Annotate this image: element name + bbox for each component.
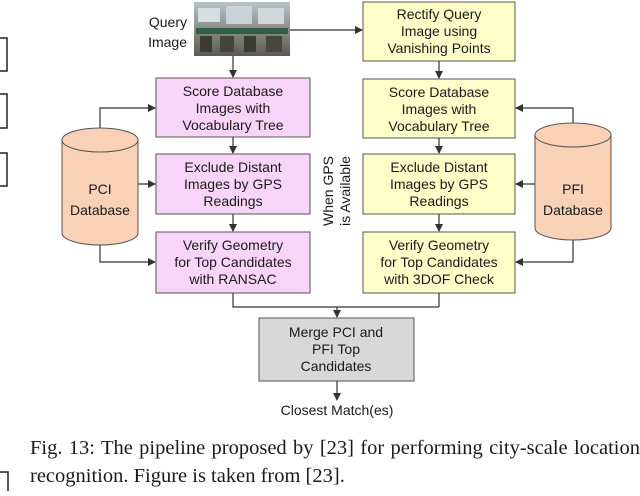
rectify-box: [362, 1, 516, 62]
query-image-label-1: Query: [149, 14, 187, 30]
query-image-label-2: Image: [148, 34, 187, 50]
merge-box: [258, 317, 415, 382]
pfi-database-line-2: Database: [543, 202, 603, 218]
right-verify-line-3: with 3DOF Check: [383, 271, 495, 287]
gps-note-line-1: When GPS: [320, 156, 336, 226]
right-score-line-2: Images with: [402, 101, 477, 117]
left-verify-box: [155, 231, 311, 294]
query-image-thumbnail: [194, 2, 290, 56]
left-verify-line-2: for Top Candidates: [174, 254, 291, 270]
left-score-line-2: Images with: [196, 100, 271, 116]
right-verify-line-1: Verify Geometry: [389, 237, 489, 253]
left-exclude-box: [155, 153, 311, 215]
left-exclude-line-2: Images by GPS: [184, 176, 282, 192]
left-exclude-line-1: Exclude Distant: [184, 159, 281, 175]
left-score-box: [155, 77, 311, 138]
pci-database-line-2: Database: [70, 202, 130, 218]
right-exclude-line-1: Exclude Distant: [390, 159, 487, 175]
figure-caption: Fig. 13: The pipeline proposed by [23] f…: [30, 437, 640, 487]
pfi-database-cylinder: [534, 122, 612, 241]
right-score-line-1: Score Database: [389, 84, 490, 100]
gps-note-line-2: is Available: [337, 156, 353, 226]
right-verify-box: [362, 231, 516, 294]
right-exclude-line-2: Images by GPS: [390, 176, 488, 192]
rectify-line-1: Rectify Query: [397, 6, 482, 22]
left-verify-line-1: Verify Geometry: [183, 237, 283, 253]
output-label: Closest Match(es): [281, 402, 394, 418]
connector-arrows: [99, 26, 574, 401]
pci-database-cylinder: [61, 127, 139, 246]
merge-line-2: PFI Top: [312, 341, 360, 357]
merge-line-3: Candidates: [301, 358, 372, 374]
edge-fragments: [0, 37, 9, 491]
left-score-line-1: Score Database: [183, 83, 284, 99]
pfi-database-line-1: PFI: [562, 181, 584, 197]
merge-line-1: Merge PCI and: [289, 324, 383, 340]
right-verify-line-2: for Top Candidates: [380, 254, 497, 270]
left-score-line-3: Vocabulary Tree: [182, 117, 283, 133]
left-exclude-line-3: Readings: [203, 193, 262, 209]
right-score-line-3: Vocabulary Tree: [388, 118, 489, 134]
rectify-line-3: Vanishing Points: [387, 40, 490, 56]
pci-database-line-1: PCI: [88, 181, 111, 197]
left-verify-line-3: with RANSAC: [188, 271, 276, 287]
rectify-line-2: Image using: [401, 23, 477, 39]
right-exclude-line-3: Readings: [409, 193, 468, 209]
